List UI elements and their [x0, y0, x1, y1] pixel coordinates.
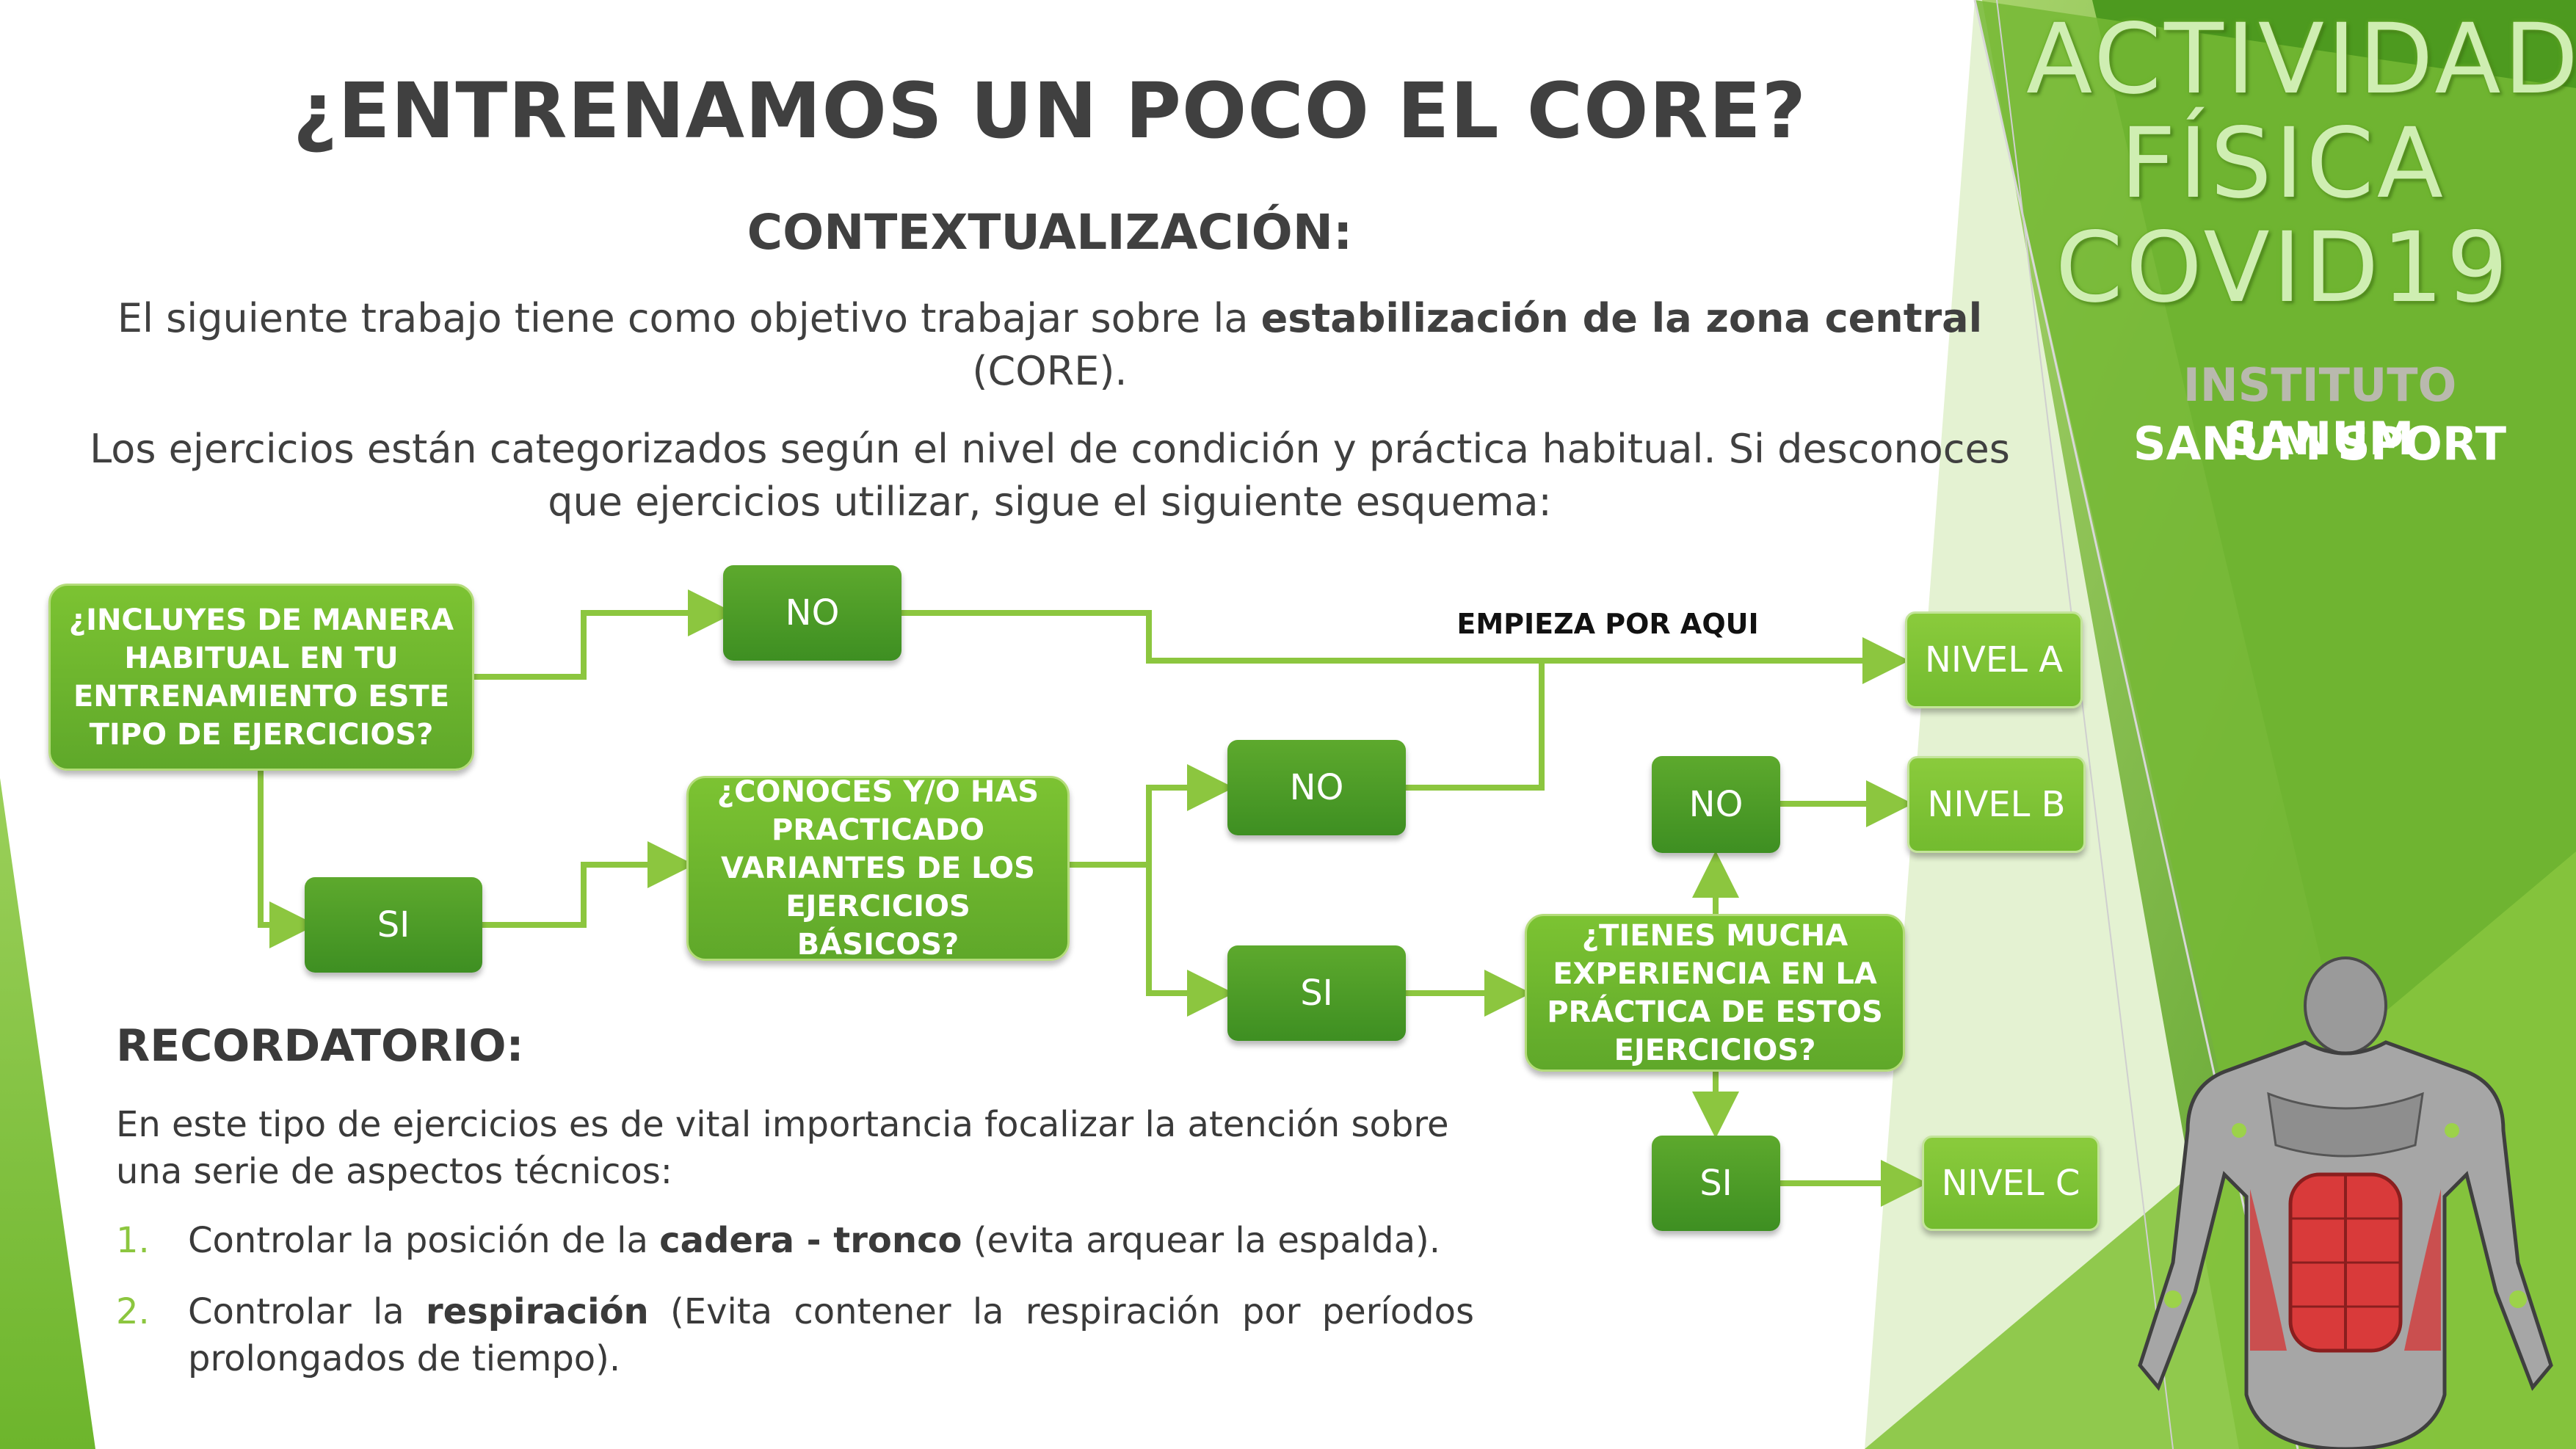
arrow-q2-to-no2 — [1068, 764, 1234, 868]
arrow-no2-to-nivela — [1406, 661, 1545, 791]
institute-label: INSTITUTO SANUM — [2092, 358, 2547, 465]
arrow-no1-to-nivela — [901, 610, 1909, 684]
question-2-box: ¿CONOCES Y/O HAS PRACTICADO VARIANTES DE… — [686, 775, 1070, 962]
page-title: ¿ENTRENAMOS UN POCO EL CORE? — [293, 66, 1807, 156]
level-b-box: NIVEL B — [1907, 756, 2086, 853]
section-subtitle: CONTEXTUALIZACIÓN: — [747, 204, 1353, 261]
institute-name: SANUM — [2225, 412, 2414, 465]
intro-text-2: (CORE). — [972, 348, 1128, 394]
answer-si-3: SI — [1652, 1136, 1780, 1231]
start-here-label: EMPIEZA POR AQUI — [1456, 608, 1759, 640]
muscle-figure-icon — [2138, 956, 2553, 1449]
arrow-q1-to-si — [258, 771, 316, 948]
answer-no-1: NO — [723, 565, 901, 661]
answer-si-2: SI — [1227, 945, 1406, 1041]
arrow-q1-to-no — [474, 589, 735, 680]
answer-si-1: SI — [305, 877, 482, 973]
intro-paragraph-1: El siguiente trabajo tiene como objetivo… — [88, 292, 2011, 398]
intro-emphasis: estabilización de la zona central — [1260, 295, 1983, 341]
item-text: Controlar la posición de la — [188, 1220, 660, 1261]
list-number: 2. — [116, 1291, 150, 1332]
answer-no-3: NO — [1652, 756, 1780, 853]
reminder-list-item-1: 1. Controlar la posición de la cadera - … — [116, 1217, 1474, 1264]
item-emphasis: cadera - tronco — [659, 1220, 962, 1261]
arrow-q2-to-si2 — [1146, 865, 1234, 1017]
sport-label: SANUM SPORT — [2133, 417, 2507, 471]
left-green-triangle — [0, 778, 95, 1449]
item-text: (Evita contener la respiración por perío… — [188, 1291, 1474, 1379]
intro-text: El siguiente trabajo tiene como objetivo… — [117, 295, 1261, 341]
item-text: (evita arquear la espalda). — [962, 1220, 1441, 1261]
arrow-si1-to-q2 — [482, 841, 694, 928]
intro-paragraph-2: Los ejercicios están categorizados según… — [90, 426, 2010, 525]
institute-faint-text: INSTITUTO — [2183, 358, 2457, 412]
list-number: 1. — [116, 1220, 150, 1261]
reminder-heading: RECORDATORIO: — [116, 1020, 524, 1072]
answer-no-2: NO — [1227, 740, 1406, 835]
item-emphasis: respiración — [425, 1291, 649, 1332]
question-1-box: ¿INCLUYES DE MANERA HABITUAL EN TU ENTRE… — [48, 584, 474, 771]
level-a-box: NIVEL A — [1905, 611, 2083, 708]
level-c-box: NIVEL C — [1922, 1136, 2100, 1231]
reminder-list-item-2: 2. Controlar la respiración (Evita conte… — [116, 1288, 1474, 1382]
item-text: Controlar la — [188, 1291, 426, 1332]
question-3-box: ¿TIENES MUCHA EXPERIENCIA EN LA PRÁCTICA… — [1525, 914, 1905, 1072]
activity-title: ACTIVIDAD FÍSICA COVID19 — [2026, 3, 2576, 324]
reminder-text: En este tipo de ejercicios es de vital i… — [116, 1104, 1449, 1192]
